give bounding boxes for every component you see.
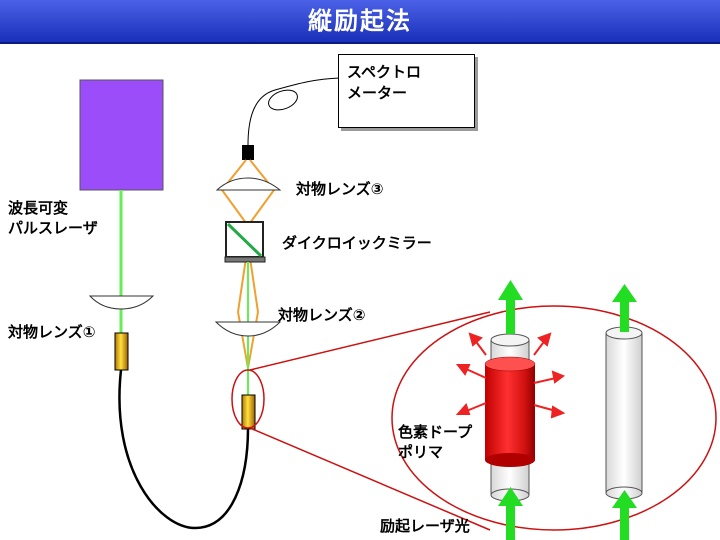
dichroic-mirror-base xyxy=(224,256,266,263)
excitation-arrow-left xyxy=(498,487,523,540)
tunable-laser-box xyxy=(79,79,164,191)
spectrometer-box: スペクトロ メーター xyxy=(338,54,475,128)
fiber-connector xyxy=(242,145,254,160)
label-dye-polymer-1: 色素ドープ xyxy=(398,423,473,441)
callout-line-top xyxy=(249,311,491,371)
emission-arrows xyxy=(455,332,566,419)
fiber-end-left xyxy=(114,332,129,371)
objective-lens-1 xyxy=(88,295,155,310)
objective-lens-2 xyxy=(214,321,282,337)
label-objective-3: 対物レンズ③ xyxy=(296,180,384,198)
label-tunable-laser-1: 波長可変 xyxy=(8,199,69,217)
spectrometer-label-1: スペクトロ xyxy=(347,63,421,81)
emission-beam-right xyxy=(247,159,276,369)
emission-beam-left xyxy=(220,159,249,369)
output-arrow-right xyxy=(612,284,637,332)
callout-small-ellipse xyxy=(231,369,265,429)
label-tunable-laser-2: パルスレーザ xyxy=(8,219,98,237)
label-objective-1: 対物レンズ① xyxy=(8,323,96,341)
title-bar: 縦励起法 xyxy=(0,0,720,44)
objective-lens-3 xyxy=(215,177,282,191)
fiber-end-right xyxy=(241,394,256,430)
dye-polymer-fiber xyxy=(484,333,536,502)
label-objective-2: 対物レンズ② xyxy=(278,306,366,324)
diagram-canvas xyxy=(79,77,717,540)
plain-fiber xyxy=(605,326,643,500)
callout-line-bottom xyxy=(249,427,491,531)
excitation-arrow-right xyxy=(612,490,637,540)
optical-fiber xyxy=(118,369,250,530)
spectrometer-cable xyxy=(247,77,341,146)
label-dye-polymer-2: ポリマ xyxy=(398,443,444,461)
cable-loop xyxy=(268,89,298,111)
page-title: 縦励起法 xyxy=(308,7,412,35)
spectrometer-label-2: メーター xyxy=(347,84,408,102)
dichroic-mirror-surface xyxy=(226,222,263,258)
output-arrow-left xyxy=(498,280,523,334)
label-excitation-laser: 励起レーザ光 xyxy=(380,517,470,535)
callout-large-ellipse xyxy=(391,305,717,531)
label-dichroic-mirror: ダイクロイックミラー xyxy=(282,234,432,252)
